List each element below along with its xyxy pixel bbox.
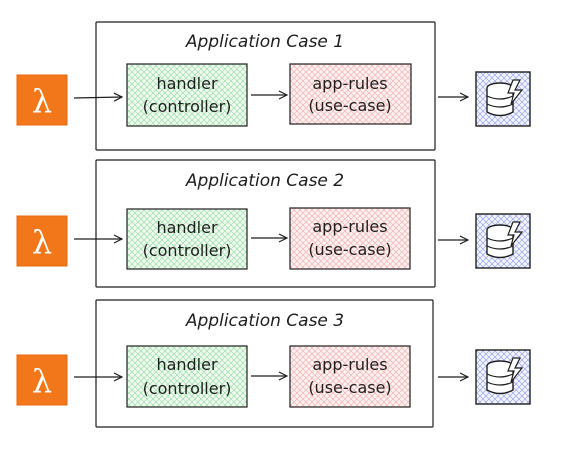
rules-box: app-rules (use-case) (289, 63, 412, 125)
aws-lambda-icon: λ (16, 354, 68, 406)
case-row-3: Application Case 3 λ handler (controller… (16, 299, 531, 428)
svg-text:λ: λ (32, 82, 52, 120)
rules-box: app-rules (use-case) (289, 345, 411, 408)
rules-sublabel: (use-case) (308, 240, 391, 259)
rules-sublabel: (use-case) (308, 96, 391, 115)
case-title: Application Case 3 (185, 311, 344, 331)
case-container (95, 21, 436, 151)
arrow-trigger-to-handler (73, 97, 122, 98)
rules-box: app-rules (use-case) (289, 207, 411, 270)
case-container (95, 299, 434, 428)
rules-label: app-rules (312, 355, 387, 374)
rules-label: app-rules (312, 74, 387, 93)
dynamodb-icon (475, 213, 531, 269)
aws-lambda-icon: λ (16, 74, 68, 126)
svg-text:λ: λ (32, 362, 52, 400)
svg-text:λ: λ (32, 223, 52, 261)
handler-box: handler (controller) (126, 345, 248, 408)
dynamodb-icon (475, 71, 531, 127)
handler-sublabel: (controller) (143, 97, 232, 116)
handler-label: handler (156, 218, 218, 237)
aws-lambda-icon: λ (16, 215, 68, 267)
case-title: Application Case 1 (185, 32, 344, 52)
handler-sublabel: (controller) (143, 241, 232, 260)
case-title: Application Case 2 (185, 171, 344, 191)
handler-label: handler (156, 74, 218, 93)
rules-sublabel: (use-case) (308, 378, 391, 397)
case-row-2: Application Case 2 λ handler (controller… (16, 159, 531, 288)
case-container (95, 159, 436, 288)
rules-label: app-rules (312, 217, 387, 236)
handler-box: handler (controller) (126, 208, 248, 270)
handler-sublabel: (controller) (143, 379, 232, 398)
dynamodb-icon (475, 349, 531, 405)
case-row-1: Application Case 1 λ handler (controller… (16, 21, 531, 151)
handler-box: handler (controller) (126, 63, 248, 127)
handler-label: handler (156, 355, 218, 374)
